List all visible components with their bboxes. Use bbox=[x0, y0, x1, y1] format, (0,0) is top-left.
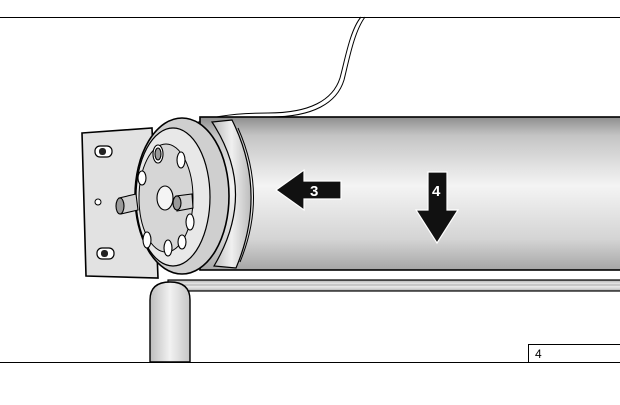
bracket-slot-bottom bbox=[96, 247, 115, 260]
roller-tube bbox=[199, 116, 620, 271]
power-cable bbox=[195, 16, 366, 128]
bracket-hole bbox=[94, 198, 102, 206]
figure-number: 4 bbox=[535, 347, 542, 361]
lower-roller bbox=[167, 279, 620, 292]
mounting-pins bbox=[115, 147, 194, 215]
step-3-arrow: 3 bbox=[274, 168, 342, 212]
step-3-label: 3 bbox=[310, 183, 318, 200]
step-4-arrow: 4 bbox=[414, 171, 460, 245]
tube-end-ring bbox=[210, 119, 254, 269]
fabric-drop bbox=[149, 281, 191, 363]
figure-number-box: 4 bbox=[528, 344, 620, 363]
bracket-slot-top bbox=[94, 145, 113, 158]
step-4-label: 4 bbox=[432, 183, 441, 200]
